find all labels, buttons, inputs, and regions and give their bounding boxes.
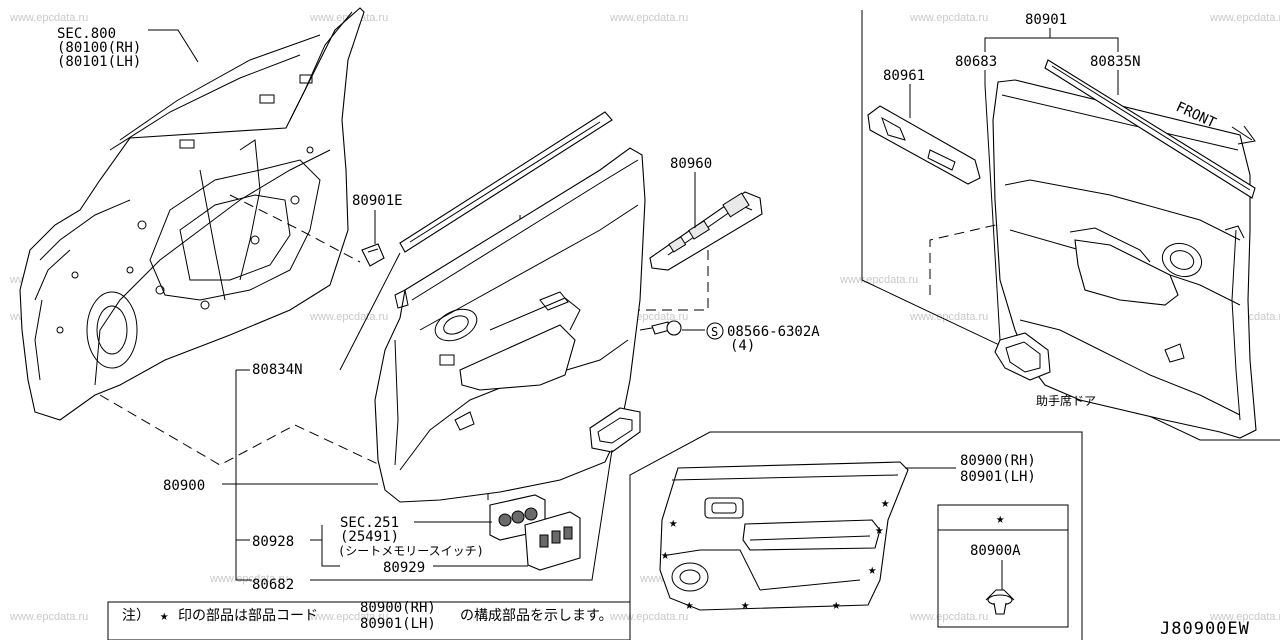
part-80835N-drawing [1044, 59, 1256, 199]
inset-door-trim-drawing [659, 461, 909, 611]
part-screw-drawing [639, 320, 705, 336]
watermark-text: www.epcdata.ru [9, 12, 88, 24]
part-80901-door-trim-drawing [992, 79, 1257, 439]
label-08566-6302A: 08566-6302A [727, 324, 820, 340]
watermark-text: www.epcdata.ru [1209, 611, 1280, 623]
note-prefix: 注） [122, 608, 150, 624]
label-passenger-door: 助手席ドア [1036, 393, 1096, 408]
label-80900A: 80900A [970, 543, 1021, 559]
callout-sec800: SEC.800 (80100(RH) (80101(LH) [57, 26, 199, 70]
label-80683: 80683 [955, 54, 997, 70]
watermark-text: www.epcdata.ru [609, 12, 688, 24]
note-text-suffix: の構成部品を示します。 [460, 608, 613, 624]
star-marker: ★ [832, 597, 841, 613]
watermark-text: www.epcdata.ru [909, 611, 988, 623]
part-80960-drawing [649, 191, 763, 271]
part-seat-memory-switch-drawing [489, 494, 581, 571]
star-marker: ★ [868, 562, 877, 578]
watermark-text: www.epcdata.ru [909, 311, 988, 323]
footnote: 注） ★ 印の部品は部品コード 80900(RH) 80901(LH) の構成部… [107, 600, 631, 640]
sec800-lh-label: (80101(LH) [57, 54, 141, 70]
note-text-mid: 印の部品は部品コード [178, 608, 318, 624]
label-sec251-number: (25491) [340, 529, 399, 545]
label-80682: 80682 [252, 577, 294, 593]
label-sec251-description: (シートメモリースイッチ) [338, 544, 484, 558]
label-80900: 80900 [163, 478, 205, 494]
label-80960: 80960 [670, 156, 712, 172]
label-80834N: 80834N [252, 362, 303, 378]
label-80835N: 80835N [1090, 54, 1141, 70]
label-screw-qty: (4) [730, 338, 755, 354]
inset-label-rh: 80900(RH) [960, 453, 1036, 469]
note-part-rh: 80900(RH) [360, 600, 436, 616]
label-sec251: SEC.251 [340, 515, 399, 531]
front-arrow-icon [1231, 126, 1253, 141]
drawing-code: J80900EW [1160, 619, 1250, 639]
watermark-text: www.epcdata.ru [309, 611, 388, 623]
part-80834N-drawing [339, 111, 613, 371]
legend-star-icon: ★ [996, 511, 1005, 527]
watermark-text: www.epcdata.ru [839, 274, 918, 286]
part-80683-drawing [994, 332, 1051, 381]
part-80961-drawing [867, 105, 981, 185]
sec800-rh-label: (80100(RH) [57, 40, 141, 56]
star-marker: ★ [685, 597, 694, 613]
watermark-text: www.epcdata.ru [209, 573, 288, 585]
screw-symbol-letter: S [711, 325, 718, 339]
label-80928: 80928 [252, 534, 294, 550]
watermark-text: www.epcdata.ru [309, 311, 388, 323]
clip-80900A-drawing [985, 589, 1015, 615]
watermark-text: www.epcdata.ru [909, 12, 988, 24]
part-80900-door-trim-drawing [374, 147, 646, 503]
note-part-lh: 80901(LH) [360, 616, 436, 632]
door-frame-drawing [19, 7, 365, 421]
label-80929: 80929 [383, 560, 425, 576]
part-80682-drawing [589, 407, 641, 453]
label-80901-top: 80901 [1025, 12, 1067, 28]
front-arrow-head-icon [1237, 125, 1256, 145]
star-marker: ★ [669, 515, 678, 531]
label-80901E: 80901E [352, 193, 403, 209]
inset-label-lh: 80901(LH) [960, 469, 1036, 485]
left-callouts: 80834N 80900 80928 80682 SEC.251 (25491)… [163, 362, 613, 593]
label-80961: 80961 [883, 68, 925, 84]
star-marker: ★ [881, 495, 890, 511]
special-part-symbol [706, 322, 724, 340]
watermark-text: www.epcdata.ru [609, 611, 688, 623]
note-star: ★ [160, 608, 169, 624]
watermark-text: www.epcdata.ru [9, 611, 88, 623]
star-marker: ★ [661, 547, 670, 563]
star-marker: ★ [741, 597, 750, 613]
inset-frame [629, 431, 1083, 640]
sec800-label: SEC.800 [57, 26, 116, 42]
inset-star-markers: ★ ★ ★ ★ ★ ★ ★ ★ [661, 495, 890, 613]
part-80901E-drawing [361, 243, 385, 267]
watermark-text: www.epcdata.ru [1209, 12, 1280, 24]
star-marker: ★ [875, 522, 884, 538]
star-part-legend: ★ 80900A [937, 504, 1069, 628]
